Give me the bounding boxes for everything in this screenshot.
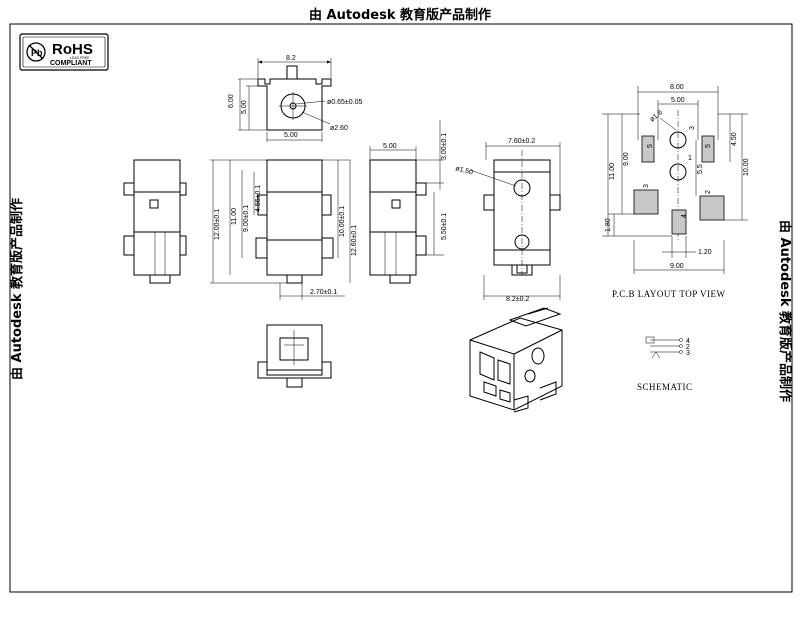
front-height126-label: 12.60±0.1 (351, 225, 358, 256)
schematic: 4 2 3 SCHEMATIC (637, 336, 693, 392)
hole-view: 7.60±0.2 ø1.50 8.2±0.2 (454, 138, 561, 303)
pcb-h10-label: 10.00 (743, 158, 750, 176)
watermark-top: 由 Autodesk 教育版产品制作 (308, 8, 492, 23)
left-side-view (123, 159, 187, 284)
schematic-pin4: 4 (686, 338, 690, 345)
rohs-title: RoHS (52, 41, 93, 58)
front-height10-label: 10.00±0.1 (339, 206, 346, 237)
rohs-subtitle: COMPLIANT (50, 60, 92, 67)
pcb-h18-label: 1.80 (605, 218, 612, 232)
hole-bottom-label: 8.2±0.2 (506, 296, 529, 303)
pcb-pin3-label: 3 (643, 184, 650, 188)
schematic-pin3: 3 (686, 350, 690, 357)
iso-hole-top (531, 347, 545, 365)
pcb-pin5b-label: 5 (705, 144, 712, 148)
pcb-h45-label: 4.50 (731, 132, 738, 146)
top-height5-label: 5.00 (241, 100, 248, 114)
iso-hole-bottom (524, 369, 536, 383)
hole-diameter-label: ø1.50 (454, 165, 473, 176)
front-bottom-label: 2.70±0.1 (310, 289, 337, 296)
pcb-h11-label: 11.00 (609, 163, 616, 180)
rohs-small: LEAD FREE (70, 56, 90, 60)
front-height12-label: 12.00±0.1 (214, 209, 221, 240)
rohs-logo: Pb RoHS LEAD FREE COMPLIANT (19, 33, 109, 71)
pcb-pin2-label: 2 (705, 190, 712, 194)
right-h55-label: 5.50±0.1 (441, 213, 448, 240)
pcb-d16-label: ø1.6 (649, 109, 664, 123)
top-view: 8.2 ø0.65±0.05 ø2.60 6.00 5.00 5.00 (228, 55, 362, 142)
drawing-border (9, 23, 793, 593)
top-width-label: 8.2 (286, 55, 296, 62)
pcb-w5-label: 5.00 (671, 97, 685, 104)
top-hole-label: ø0.65±0.05 (327, 99, 362, 106)
front-height455-label: 4.55±0.1 (255, 185, 262, 212)
isometric-view (469, 307, 563, 413)
pcb-pin1-label: 1 (688, 155, 692, 162)
front-height11-label: 11.00 (231, 208, 238, 225)
hole-view-hole-bottom (514, 234, 530, 250)
right-top-label: 5.00 (383, 143, 397, 150)
pcb-w8-label: 8.00 (670, 84, 684, 91)
pcb-pin5a-label: 5 (647, 144, 654, 148)
schematic-pin2: 2 (686, 344, 690, 351)
pcb-pin4-label: 4 (681, 214, 688, 218)
pcb-h9-label: 9.00 (623, 152, 630, 166)
pcb-caption: P.C.B LAYOUT TOP VIEW (612, 289, 725, 299)
schematic-caption: SCHEMATIC (637, 382, 693, 392)
pcb-pin3b-label: 3 (689, 126, 696, 130)
top-height6-label: 6.00 (228, 94, 235, 108)
hole-top-label: 7.60±0.2 (508, 138, 535, 145)
hole-view-hole-top (513, 179, 531, 197)
bottom-view (257, 324, 332, 388)
right-side-view: 5.00 3.00±0.1 5.50±0.1 (369, 120, 448, 284)
pcb-w12-label: 1.20 (698, 249, 712, 256)
right-h3-label: 3.00±0.1 (441, 133, 448, 160)
front-height9-label: 9.00±0.1 (243, 205, 250, 232)
pb-free-icon (26, 42, 46, 62)
top-hole2-label: ø2.60 (330, 125, 348, 132)
top-bottom-label: 5.00 (284, 132, 298, 139)
front-view: 12.00±0.1 11.00 9.00±0.1 4.55±0.1 10.00±… (210, 159, 358, 300)
pcb-h55-label: 5.5 (697, 164, 704, 174)
pcb-layout: 8.00 5.00 ø1.6 1 2 3 4 5 5 3 11.00 9.00 … (602, 84, 750, 299)
pcb-w9-label: 9.00 (670, 263, 684, 270)
